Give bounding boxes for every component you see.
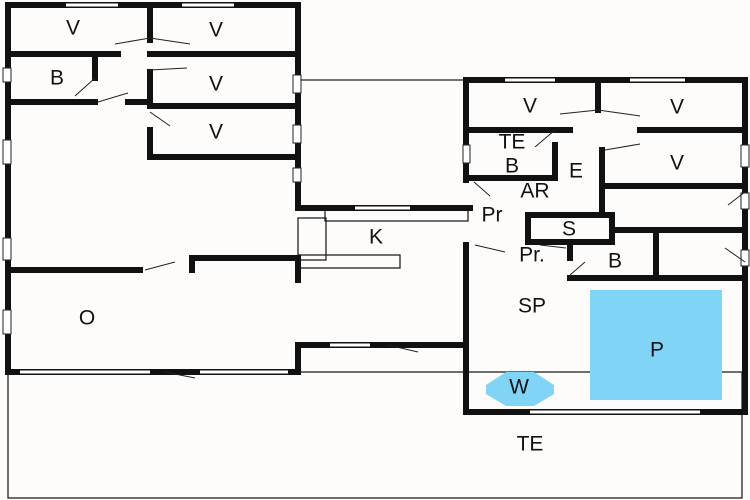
room-label-pr-1: Pr — [482, 204, 503, 227]
room-label-te-inner: TE — [499, 131, 526, 154]
room-label-living: O — [79, 307, 95, 330]
windows — [2, 3, 750, 414]
doors — [74, 37, 746, 379]
left-wing-walls — [5, 2, 473, 375]
whirlpool-label: W — [509, 376, 529, 399]
terrace-outline — [7, 371, 743, 499]
room-label-bedroom-3: V — [209, 73, 223, 96]
pool-label: P — [650, 339, 664, 362]
room-label-terrace: TE — [517, 433, 544, 456]
room-label-kitchen: K — [369, 226, 383, 249]
room-label-bedroom-6: V — [670, 96, 684, 119]
room-label-bedroom-4: V — [209, 121, 223, 144]
whirlpool — [486, 372, 554, 406]
kitchen-counter-3 — [297, 254, 401, 269]
room-label-spa: SP — [518, 295, 546, 318]
room-label-bathroom-2: B — [505, 155, 519, 178]
room-label-hall: E — [569, 160, 583, 183]
room-label-sauna: S — [562, 218, 576, 241]
room-label-bedroom-7: V — [670, 152, 684, 175]
room-label-bathroom-1: B — [50, 67, 64, 90]
room-label-bedroom-2: V — [209, 19, 223, 42]
room-label-bedroom-1: V — [66, 17, 80, 40]
pool — [590, 290, 722, 400]
kitchen-counter-2 — [297, 217, 327, 261]
room-label-bedroom-5: V — [523, 95, 537, 118]
room-label-utility: AR — [520, 180, 549, 203]
room-label-bathroom-3: B — [608, 250, 622, 273]
room-label-pr-2: Pr. — [519, 244, 545, 267]
